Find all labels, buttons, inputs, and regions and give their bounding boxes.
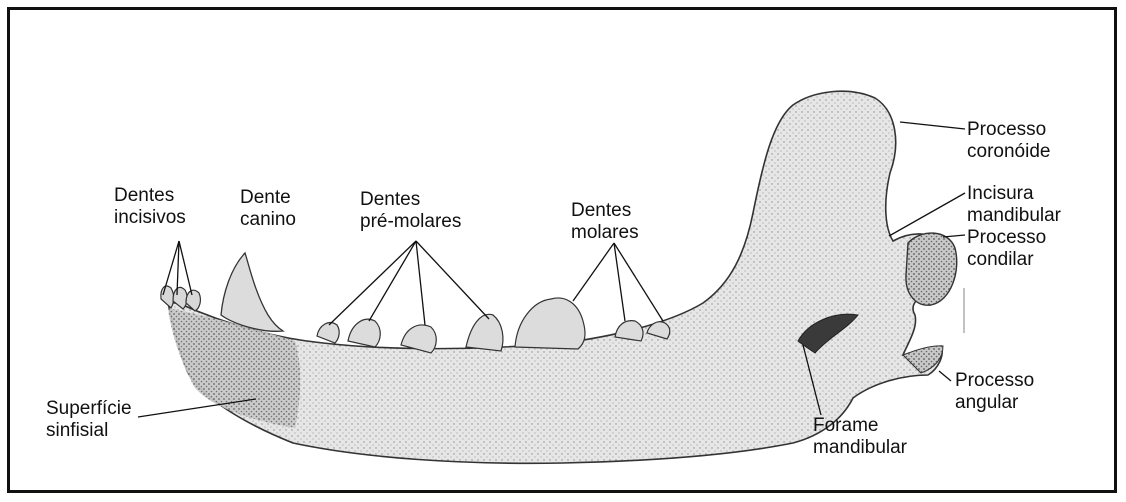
mandible-illustration (10, 10, 1117, 493)
condyle (906, 233, 957, 305)
incisor-teeth (161, 286, 201, 311)
canine-tooth (221, 253, 283, 331)
